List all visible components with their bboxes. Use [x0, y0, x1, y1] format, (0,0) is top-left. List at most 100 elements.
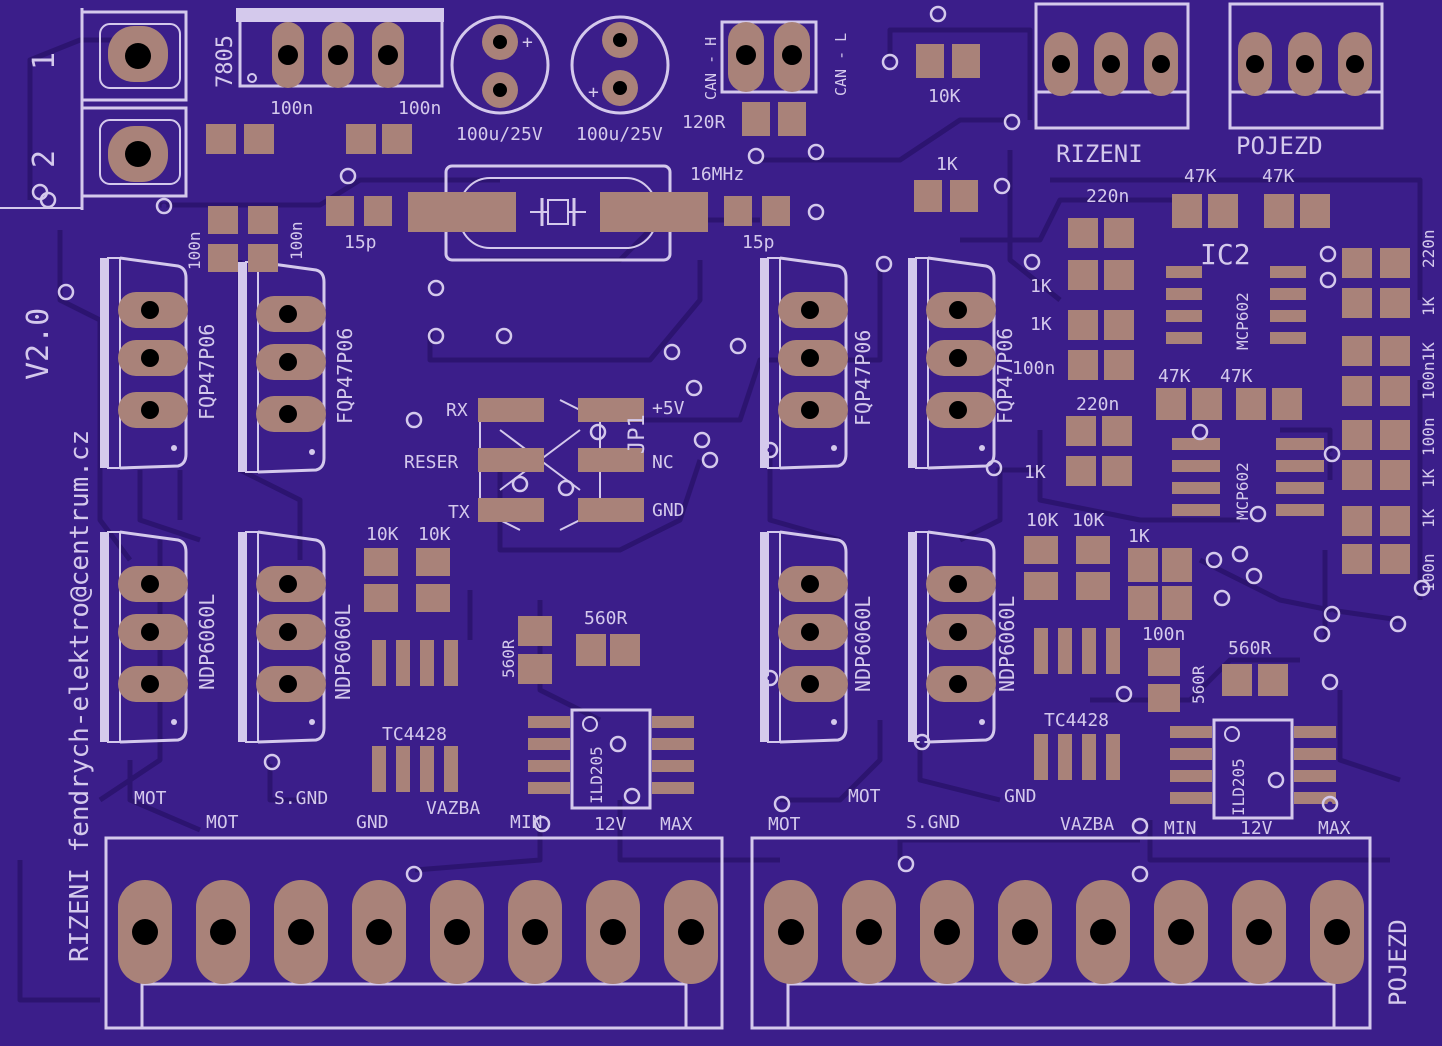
smd-pad — [208, 244, 238, 272]
soic-lead — [1172, 460, 1220, 472]
via — [693, 431, 711, 449]
via — [1213, 589, 1231, 607]
smd-pad — [742, 102, 770, 136]
label-jp-name: JP1 — [625, 414, 650, 454]
label-ndp-1: NDP6060L — [195, 594, 219, 690]
smd-pad — [1172, 194, 1202, 228]
tc4428-lead — [372, 746, 386, 792]
label-r-vazba: VAZBA — [1060, 814, 1114, 835]
smd-pad — [1380, 336, 1410, 366]
label-pojezd-side: POJEZD — [1384, 919, 1412, 1006]
tc4428-lead — [444, 746, 458, 792]
via — [1249, 505, 1267, 523]
to220-mosfet — [760, 256, 848, 470]
label-can-l: CAN - L — [832, 33, 850, 96]
smd-pad — [1104, 260, 1134, 290]
soic-lead — [1166, 310, 1202, 322]
smd-pad — [1156, 388, 1186, 420]
via — [807, 203, 825, 221]
terminal-block-power — [0, 8, 188, 210]
label-jp-nc: NC — [652, 452, 674, 473]
via — [155, 197, 173, 215]
smd-pad — [364, 548, 398, 576]
regulator-7805 — [236, 8, 444, 88]
ild205-lead — [1170, 770, 1212, 782]
label-r1k-b: 1K — [1030, 314, 1052, 335]
smd-pad — [382, 124, 412, 154]
ild205-lead — [1294, 770, 1336, 782]
via — [1313, 625, 1331, 643]
smd-pad — [1380, 288, 1410, 318]
soic-lead — [1172, 482, 1220, 494]
via — [1115, 685, 1133, 703]
label-r10k-l2: 10K — [418, 524, 451, 545]
label-ndp-2: NDP6060L — [331, 604, 355, 700]
via — [1413, 579, 1431, 597]
soic-lead — [1270, 266, 1306, 278]
smd-pad — [1148, 684, 1180, 712]
tc4428-lead — [1082, 628, 1096, 674]
to220-mosfet — [908, 256, 996, 470]
label-c15p-a: 15p — [344, 232, 377, 253]
smd-pad — [206, 124, 236, 154]
ild205-lead — [1170, 726, 1212, 738]
label-c15p-b: 15p — [742, 232, 775, 253]
tc4428-lead — [372, 640, 386, 686]
smd-pad — [1068, 310, 1098, 340]
copper-traces — [17, 27, 1423, 1003]
tc4428-lead — [1034, 734, 1048, 780]
vias — [31, 5, 1431, 883]
smd-pad — [952, 44, 980, 78]
via — [773, 795, 791, 813]
label-r10k-top: 10K — [928, 86, 961, 107]
smd-pad — [1380, 376, 1410, 406]
smd-pad — [346, 124, 376, 154]
via — [913, 733, 931, 751]
crystal-16mhz — [408, 164, 708, 262]
tc4428-lead — [396, 640, 410, 686]
via — [807, 143, 825, 161]
smd-pad — [1272, 388, 1302, 420]
via — [511, 475, 529, 493]
smd-pad — [1342, 248, 1372, 278]
via — [1389, 615, 1407, 633]
via — [685, 379, 703, 397]
optocoupler-ild205-right — [1212, 718, 1294, 820]
via — [589, 423, 607, 441]
label-fqp-3: FQP47P06 — [851, 330, 875, 426]
label-r-mot1: MOT — [848, 786, 881, 807]
svg-text:+: + — [522, 32, 533, 53]
smd-pad — [244, 124, 274, 154]
smd-pad — [778, 102, 806, 136]
soic-lead — [1270, 310, 1306, 322]
via — [427, 279, 445, 297]
soic-lead — [1166, 332, 1202, 344]
smd-pad — [610, 634, 640, 666]
label-ndp-4: NDP6060L — [995, 596, 1019, 692]
soic-lead — [1276, 504, 1324, 516]
smd-pad — [1342, 336, 1372, 366]
label-l-max1: MAX — [660, 814, 693, 835]
label-c100n-b: 100n — [398, 98, 441, 119]
smd-pad — [950, 180, 978, 212]
smd-pad — [1104, 218, 1134, 248]
label-jp-rx: RX — [446, 400, 468, 421]
label-l-sgnd1: S.GND — [274, 788, 328, 809]
label-r560-r1: 560R — [1189, 665, 1208, 704]
soic-lead — [1172, 504, 1220, 516]
smd-pad — [914, 180, 942, 212]
ild205-lead — [1294, 726, 1336, 738]
via — [663, 343, 681, 361]
ild205-lead — [528, 760, 570, 772]
via — [533, 815, 551, 833]
label-tc-r: TC4428 — [1044, 710, 1109, 731]
label-rev: V2.0 — [21, 308, 56, 380]
label-r120: 120R — [682, 112, 726, 133]
tc4428-lead — [396, 746, 410, 792]
via — [1205, 551, 1223, 569]
capacitor-100u-b: + — [570, 15, 670, 115]
label-ndp-3: NDP6060L — [851, 596, 875, 692]
ild205-lead — [652, 716, 694, 728]
smd-pad — [364, 584, 398, 612]
